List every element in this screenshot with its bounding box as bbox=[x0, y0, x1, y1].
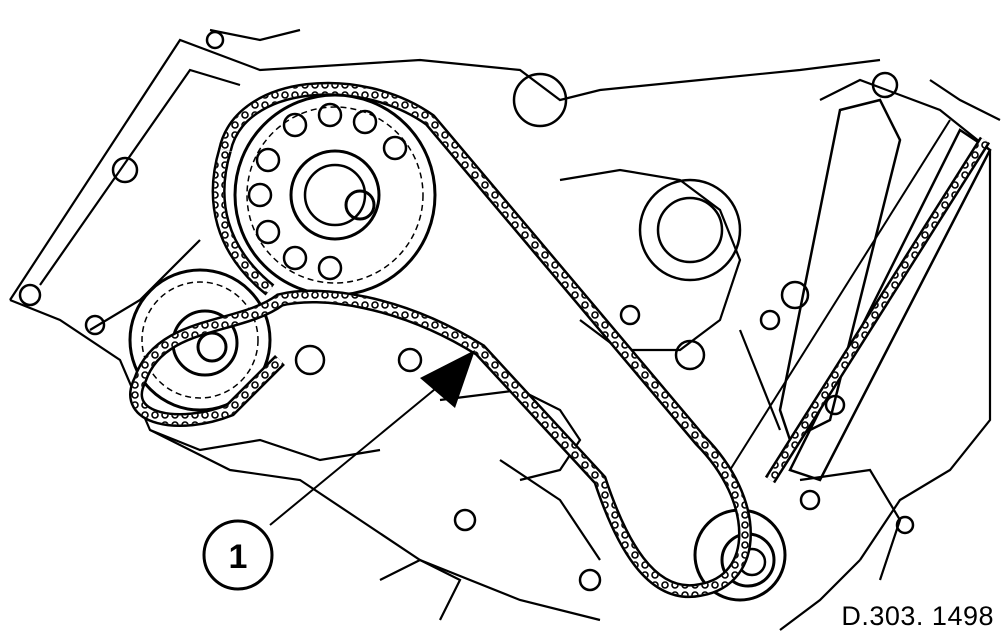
central-housing bbox=[18, 30, 915, 592]
engine-block-outline bbox=[9, 28, 1001, 631]
sprocket-lightening-holes bbox=[247, 102, 408, 281]
callout-leader bbox=[269, 350, 475, 526]
callout-arrowhead bbox=[420, 350, 475, 408]
drawing-reference-code: D.303. 1498 bbox=[841, 601, 994, 631]
camshaft-sprocket bbox=[233, 93, 437, 297]
timing-chain bbox=[129, 81, 991, 599]
callout-number: 1 bbox=[229, 538, 248, 576]
callout-marker: 1 bbox=[202, 519, 274, 591]
